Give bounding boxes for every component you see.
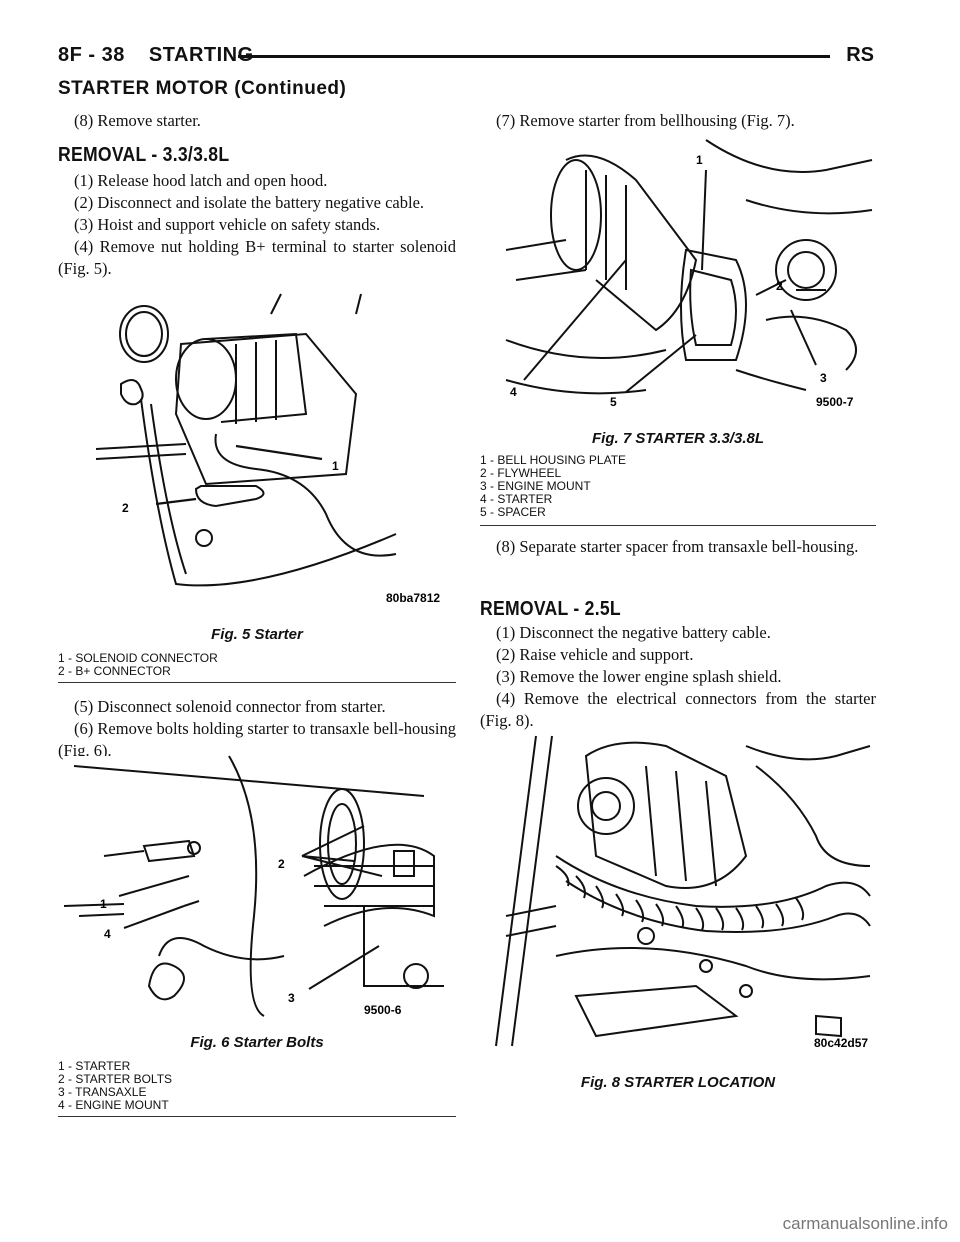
- fig7-caption: Fig. 7 STARTER 3.3/3.8L: [592, 430, 764, 447]
- callout-1: 1: [100, 897, 107, 911]
- callout-2: 2: [278, 857, 285, 871]
- callout-1: 1: [332, 459, 339, 473]
- fig5-code: 80ba7812: [386, 591, 440, 605]
- step-text: (5) Disconnect solenoid connector from s…: [74, 697, 386, 716]
- step-text: (3) Hoist and support vehicle on safety …: [74, 215, 381, 234]
- legend-item: 2 - FLYWHEEL: [480, 466, 562, 480]
- step-remove-from-bellhousing: (7) Remove starter from bellhousing (Fig…: [496, 111, 795, 130]
- removal-33-steps: (1) Release hood latch and open hood. (2…: [58, 170, 456, 280]
- fig6-caption: Fig. 6 Starter Bolts: [190, 1034, 324, 1051]
- fig7-legend: 1 - BELL HOUSING PLATE 2 - FLYWHEEL 3 - …: [480, 454, 876, 519]
- step-text: (3) Remove the lower engine splash shiel…: [496, 667, 782, 686]
- callout-3: 3: [820, 371, 827, 385]
- fig6-rule: [58, 1116, 456, 1117]
- legend-item: 5 - SPACER: [480, 505, 546, 519]
- callout-5: 5: [610, 395, 617, 409]
- step-text: (1) Release hood latch and open hood.: [74, 171, 328, 190]
- fig6-code: 9500-6: [364, 1003, 402, 1017]
- step-text: (2) Raise vehicle and support.: [496, 645, 694, 664]
- section-code: 8F - 38: [58, 44, 125, 66]
- fig6-drawing: 1 2 3 4 9500-6: [63, 755, 444, 1017]
- step-text: (6) Remove bolts holding starter to tran…: [58, 719, 456, 760]
- callout-1: 1: [696, 153, 703, 167]
- section-title-removal-33: REMOVAL - 3.3/3.8L: [58, 144, 230, 166]
- section-name: STARTING: [148, 44, 254, 66]
- steps-5-6: (5) Disconnect solenoid connector from s…: [58, 696, 456, 762]
- legend-item: 3 - TRANSAXLE: [58, 1085, 147, 1099]
- callout-4: 4: [510, 385, 517, 399]
- fig8-caption: Fig. 8 STARTER LOCATION: [580, 1074, 776, 1091]
- callout-3: 3: [288, 991, 295, 1005]
- watermark[interactable]: carmanualsonline.info: [782, 1214, 948, 1233]
- legend-item: 1 - BELL HOUSING PLATE: [480, 453, 627, 467]
- legend-item: 2 - B+ CONNECTOR: [58, 664, 171, 678]
- model-code: RS: [846, 44, 874, 66]
- section-header: 8F - 38 STARTING: [58, 44, 254, 67]
- legend-item: 4 - STARTER: [480, 492, 553, 506]
- fig7-drawing: 1 2 3 4 5 9500-7: [505, 139, 873, 409]
- callout-2: 2: [776, 279, 783, 293]
- legend-item: 2 - STARTER BOLTS: [58, 1072, 173, 1086]
- step-text: (4) Remove the electrical connectors fro…: [480, 689, 876, 730]
- fig8-code: 80c42d57: [814, 1036, 868, 1050]
- legend-item: 4 - ENGINE MOUNT: [58, 1098, 169, 1112]
- section-title-removal-25: REMOVAL - 2.5L: [480, 598, 621, 620]
- step-remove-starter: (8) Remove starter.: [74, 111, 201, 130]
- fig5-illustration: 1 2 80ba7812: [95, 293, 440, 616]
- fig5-legend: 1 - SOLENOID CONNECTOR 2 - B+ CONNECTOR: [58, 652, 456, 678]
- fig8-illustration: 80c42d57: [495, 735, 871, 1050]
- legend-item: 1 - STARTER: [58, 1059, 131, 1073]
- fig7-code: 9500-7: [816, 395, 854, 409]
- fig5-rule: [58, 682, 456, 683]
- callout-4: 4: [104, 927, 111, 941]
- callout-2: 2: [122, 501, 129, 515]
- fig6-illustration: 1 2 3 4 9500-6: [63, 755, 444, 1026]
- fig5-drawing: 1 2 80ba7812: [95, 293, 440, 605]
- removal-25-steps: (1) Disconnect the negative battery cabl…: [480, 622, 876, 732]
- header-rule: [238, 55, 830, 58]
- fig8-drawing: 80c42d57: [495, 735, 871, 1050]
- fig7-illustration: 1 2 3 4 5 9500-7: [505, 139, 873, 414]
- step-text: (1) Disconnect the negative battery cabl…: [496, 623, 771, 642]
- page-subtitle: STARTER MOTOR (Continued): [58, 78, 347, 99]
- fig5-caption: Fig. 5 Starter: [211, 626, 303, 643]
- step-text: (4) Remove nut holding B+ terminal to st…: [58, 237, 456, 278]
- step-separate-spacer: (8) Separate starter spacer from transax…: [496, 537, 859, 556]
- legend-item: 1 - SOLENOID CONNECTOR: [58, 651, 218, 665]
- fig6-legend: 1 - STARTER 2 - STARTER BOLTS 3 - TRANSA…: [58, 1060, 456, 1112]
- step-text: (2) Disconnect and isolate the battery n…: [74, 193, 425, 212]
- fig7-rule: [480, 525, 876, 526]
- legend-item: 3 - ENGINE MOUNT: [480, 479, 591, 493]
